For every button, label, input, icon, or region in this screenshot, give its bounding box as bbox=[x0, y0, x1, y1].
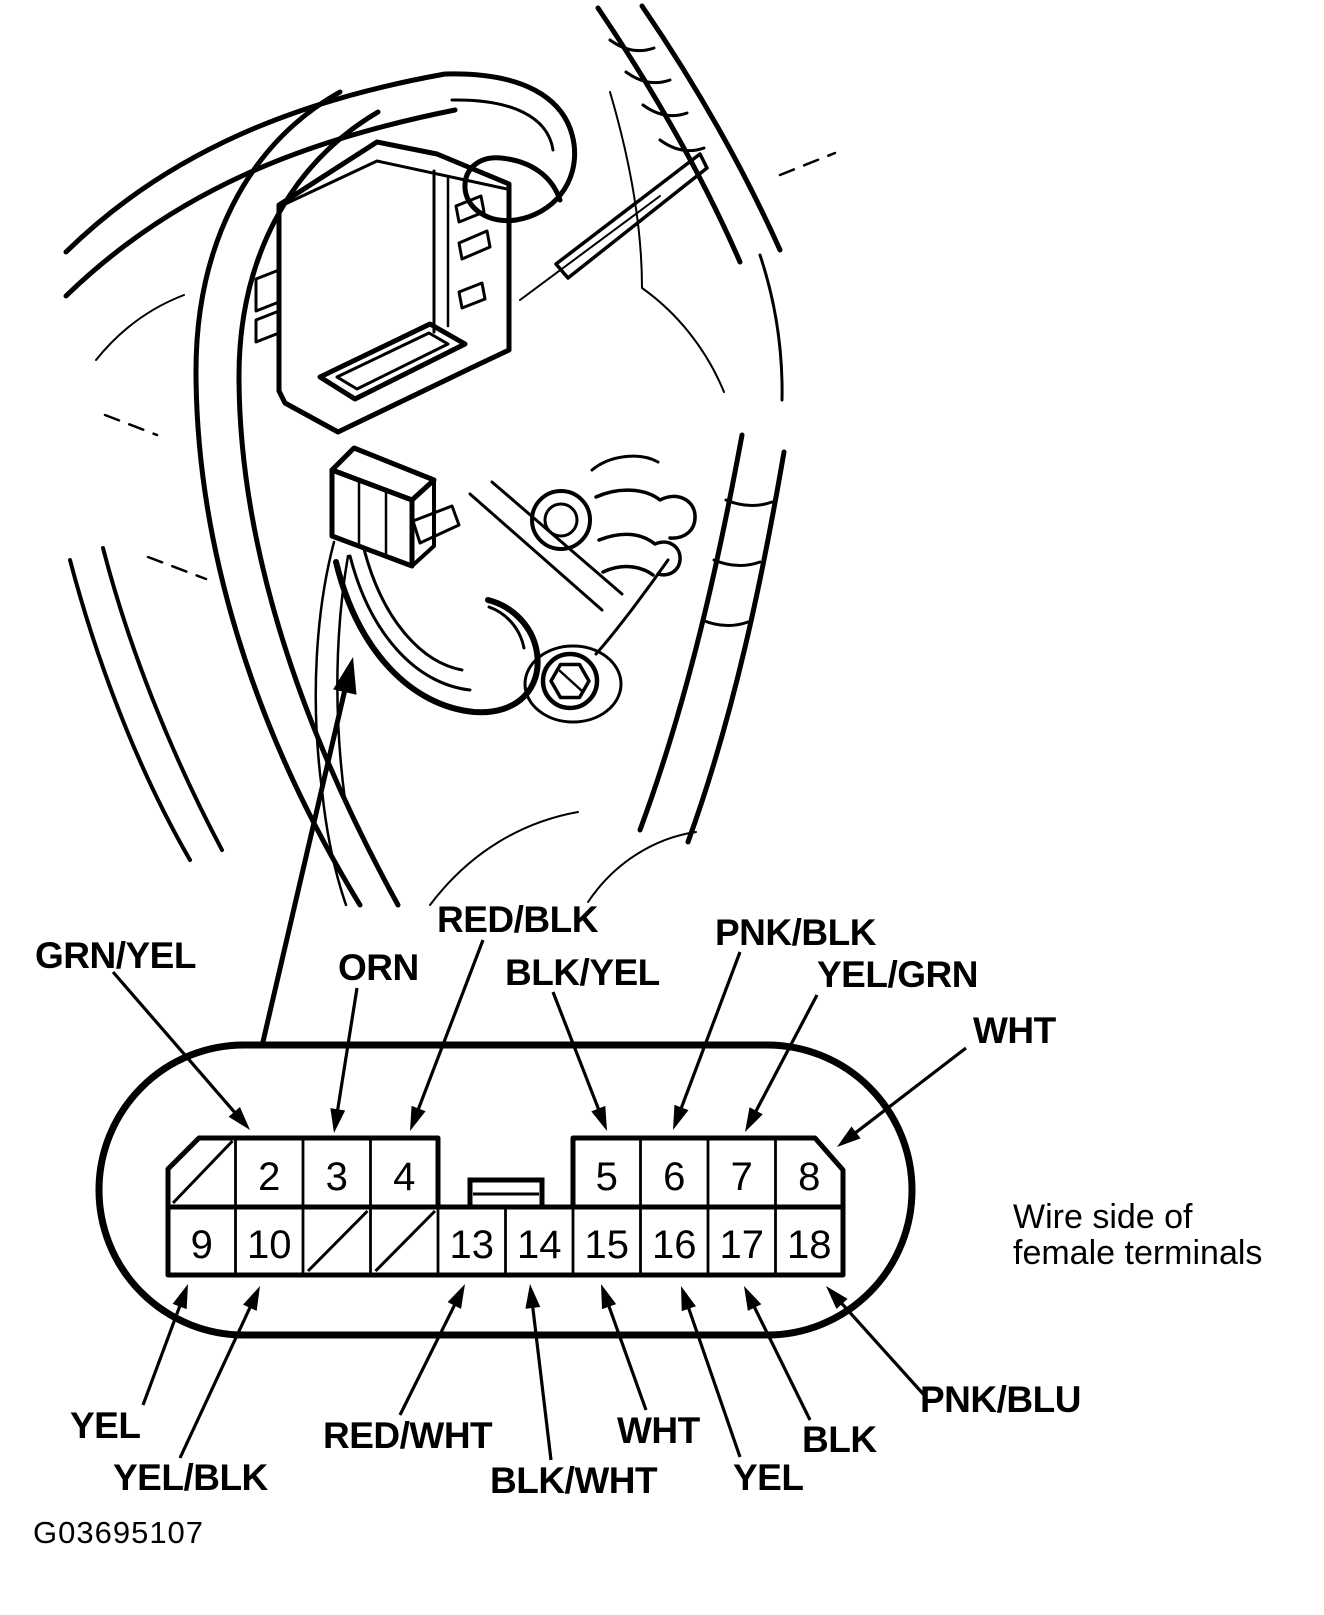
wire-label: YEL bbox=[70, 1405, 140, 1446]
wire-label-arrow-shaft bbox=[686, 1304, 742, 1458]
grommet-icon bbox=[530, 489, 592, 551]
wire-label-arrow-head bbox=[591, 1105, 607, 1131]
wire-label-arrow-head bbox=[525, 1284, 541, 1309]
wire-label-arrow-shaft bbox=[398, 1301, 458, 1416]
wire-label-arrow-shaft bbox=[141, 1302, 183, 1406]
harness-connector bbox=[329, 445, 461, 569]
wire-label-arrow-shaft bbox=[606, 1302, 648, 1411]
wire-label-arrow-head bbox=[826, 1286, 848, 1309]
wire-label: BLK bbox=[802, 1419, 877, 1460]
pin-number: 4 bbox=[393, 1155, 415, 1199]
pin-number: 10 bbox=[247, 1223, 292, 1267]
note-line-1: Wire side of bbox=[1013, 1198, 1193, 1236]
pin-number: 18 bbox=[787, 1223, 832, 1267]
ribbed-tube-top-right bbox=[595, 3, 784, 402]
wire-bundle-loop bbox=[314, 540, 541, 907]
figure-id: G03695107 bbox=[33, 1515, 204, 1550]
connector-location-arrow bbox=[259, 657, 357, 1049]
pin-number: 9 bbox=[191, 1223, 213, 1267]
wire-label: GRN/YEL bbox=[35, 935, 196, 976]
wire-label: RED/WHT bbox=[323, 1415, 493, 1456]
wire-label-arrow-shaft bbox=[551, 991, 602, 1113]
connector-housing-outline bbox=[95, 1041, 916, 1339]
empty-cavity-slash bbox=[306, 1209, 369, 1273]
wire-label: WHT bbox=[973, 1010, 1057, 1051]
mount-bracket bbox=[468, 454, 697, 724]
wire-label-arrow-shaft bbox=[751, 1303, 812, 1421]
wire-label-arrow-head bbox=[837, 1126, 861, 1147]
wire-label-arrow-head bbox=[673, 1104, 689, 1130]
harness-tube-lower-left bbox=[68, 546, 224, 862]
wire-label: PNK/BLK bbox=[715, 912, 877, 953]
empty-cavity-slash bbox=[171, 1139, 234, 1205]
pin-number: 2 bbox=[258, 1155, 280, 1199]
panel-sketch-lines bbox=[95, 91, 725, 906]
pin-number: 17 bbox=[720, 1223, 765, 1267]
wire-label: YEL/BLK bbox=[113, 1457, 269, 1498]
wire-label-arrow-head bbox=[681, 1286, 696, 1312]
wire-label-arrow-head bbox=[330, 1108, 346, 1133]
wire-label: YEL bbox=[733, 1457, 803, 1498]
wire-label-arrow-shaft bbox=[178, 1303, 254, 1459]
wire-label-arrow-shaft bbox=[851, 1046, 967, 1137]
wire-label-arrow-head bbox=[601, 1284, 617, 1310]
control-module bbox=[254, 139, 512, 435]
wire-label-arrow-head bbox=[745, 1107, 763, 1132]
wire-label: WHT bbox=[617, 1410, 701, 1451]
wire-label-arrow-head bbox=[228, 1106, 250, 1130]
sketch-dashes bbox=[103, 151, 837, 581]
wire-label-arrow-shaft bbox=[111, 970, 239, 1116]
pin-number: 14 bbox=[517, 1223, 562, 1267]
note-line-2: female terminals bbox=[1013, 1234, 1262, 1272]
wire-label-arrow-head bbox=[744, 1286, 762, 1311]
bolt-icon bbox=[540, 651, 600, 711]
wire-label: RED/BLK bbox=[437, 899, 599, 940]
pin-number: 15 bbox=[585, 1223, 630, 1267]
empty-cavity-slash bbox=[374, 1209, 437, 1273]
wire-label: BLK/YEL bbox=[505, 952, 660, 993]
wire-label: YEL/GRN bbox=[817, 954, 978, 995]
pin-number: 6 bbox=[663, 1155, 685, 1199]
wire-label-arrow-head bbox=[447, 1284, 465, 1309]
pin-number: 7 bbox=[731, 1155, 753, 1199]
wire-label-arrow-head bbox=[410, 1105, 426, 1131]
vehicle-harness-illustration bbox=[63, 3, 837, 1049]
wire-label: BLK/WHT bbox=[490, 1460, 658, 1501]
pin-number: 5 bbox=[596, 1155, 618, 1199]
wire-label: PNK/BLU bbox=[920, 1379, 1081, 1420]
pin-number: 13 bbox=[450, 1223, 495, 1267]
wire-label-arrow-shaft bbox=[530, 1303, 553, 1461]
pin-number: 16 bbox=[652, 1223, 697, 1267]
module-socket-slot bbox=[317, 321, 468, 402]
wire-label-arrow-head bbox=[243, 1286, 260, 1311]
harness-tube-top-left bbox=[63, 71, 458, 299]
wire-label-arrow-shaft bbox=[838, 1299, 927, 1398]
pin-number: 8 bbox=[798, 1155, 820, 1199]
ribbed-tube-lower-right bbox=[637, 432, 787, 845]
wire-label-arrow-shaft bbox=[678, 951, 742, 1112]
wire-label-arrow-shaft bbox=[415, 939, 485, 1113]
wire-label-arrow-head bbox=[172, 1284, 188, 1310]
wire-label-arrow-shaft bbox=[752, 994, 819, 1116]
harness-tube-left bbox=[193, 89, 401, 908]
connector-pinout-diagram: 2 3 4 5 6 7 8 9 10 13 14 15 16 17 18 GRN/YEL ORN RED/BLK B… bbox=[35, 899, 1081, 1501]
pin-number: 3 bbox=[326, 1155, 348, 1199]
wire-label: ORN bbox=[338, 947, 419, 988]
wire-label-arrow-shaft bbox=[335, 987, 359, 1114]
